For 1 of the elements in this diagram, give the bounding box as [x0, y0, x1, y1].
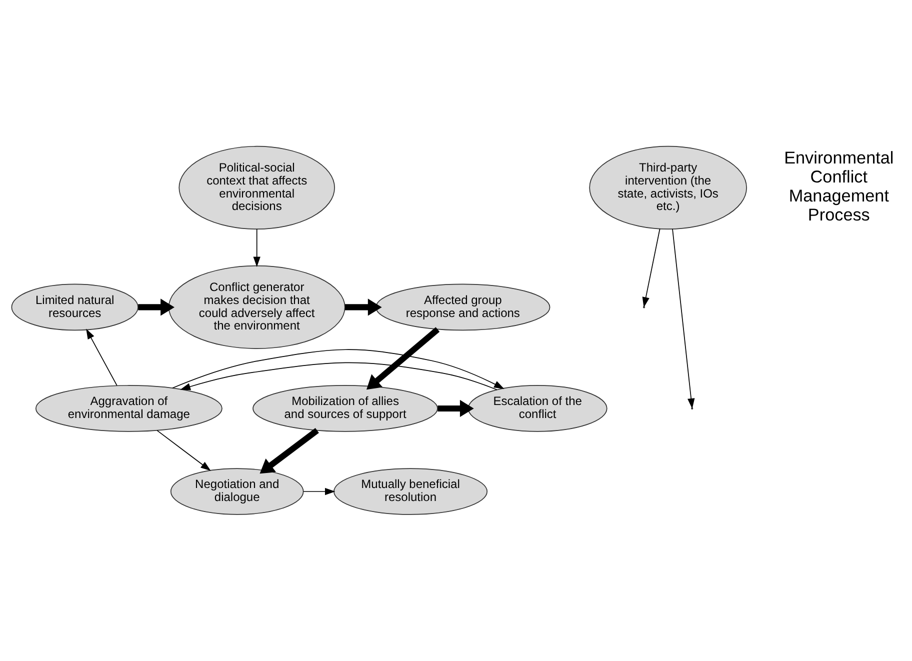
label: Environmental Conflict Management Process — [784, 148, 894, 224]
